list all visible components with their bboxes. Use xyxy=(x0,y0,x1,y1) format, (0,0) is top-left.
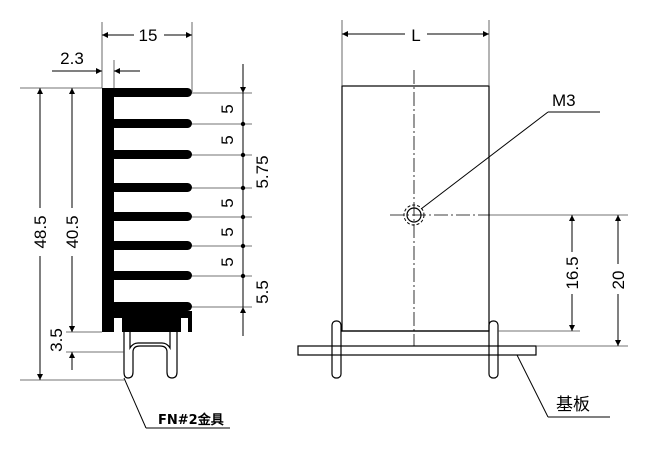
heatsink-profile-view: 15 2.3 48.5 40.5 3.5 xyxy=(20,22,272,429)
dim-fin-height-value: 40.5 xyxy=(63,215,82,248)
dim-width-value: 15 xyxy=(139,26,158,45)
fn2-clip xyxy=(123,332,178,379)
board-label-leader: 基板 xyxy=(516,354,610,418)
screw-label: M3 xyxy=(552,91,576,110)
pitch-6: 5 xyxy=(218,257,237,266)
dim-board-height-value: 20 xyxy=(609,271,628,290)
dim-heights-right: 16.5 20 xyxy=(490,214,628,347)
board-label: 基板 xyxy=(556,395,590,414)
heatsink-side-view: M3 L 16.5 20 基板 xyxy=(297,20,628,418)
right-clip-pin xyxy=(488,320,499,379)
pitch-1: 5 xyxy=(218,104,237,113)
pitch-4: 5 xyxy=(218,198,237,207)
pitch-7: 5.5 xyxy=(253,280,272,304)
dim-length-value: L xyxy=(411,26,420,45)
dim-fin-height: 40.5 xyxy=(63,88,102,333)
clip-label-leader: FN#2金具 xyxy=(123,377,230,429)
dim-base-2-3: 2.3 xyxy=(52,49,140,88)
clip-label: FN#2金具 xyxy=(158,412,224,428)
board-outline xyxy=(297,345,537,356)
dim-clip-value: 3.5 xyxy=(47,328,66,352)
dim-overall-height-value: 48.5 xyxy=(31,215,50,248)
dim-base-value: 2.3 xyxy=(60,49,84,68)
pitch-5: 5 xyxy=(218,227,237,236)
heatsink-fins xyxy=(102,88,192,332)
dim-overall-height: 48.5 xyxy=(20,87,124,381)
m3-screw-hole: M3 xyxy=(403,91,600,226)
left-clip-pin xyxy=(331,320,342,379)
pitch-2: 5 xyxy=(218,135,237,144)
pitch-3: 5.75 xyxy=(253,155,272,188)
dim-fin-pitch-chain: 5 5 5.75 5 5 5 5.5 xyxy=(192,64,272,336)
dim-width-15: 15 xyxy=(101,22,193,92)
dim-clip-3-5: 3.5 xyxy=(47,316,124,370)
dim-length-l: L xyxy=(341,20,490,86)
dim-screw-height-value: 16.5 xyxy=(563,256,582,289)
